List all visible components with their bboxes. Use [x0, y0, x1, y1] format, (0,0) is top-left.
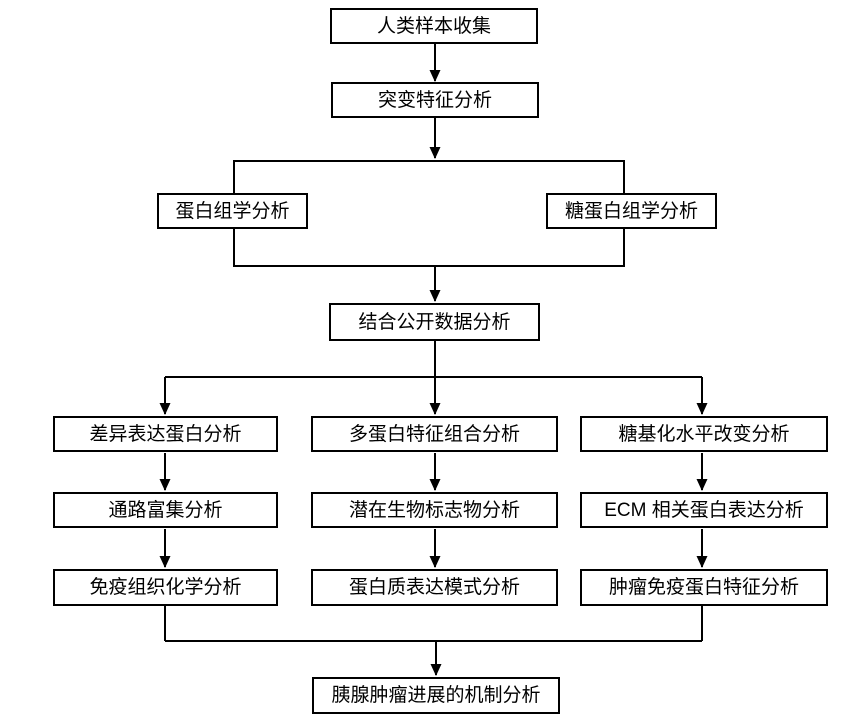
node-proteomics-analysis: 蛋白组学分析: [157, 193, 308, 229]
node-glycosylation-level-analysis: 糖基化水平改变分析: [580, 416, 828, 452]
node-potential-biomarker-analysis: 潜在生物标志物分析: [311, 492, 558, 528]
node-immunohistochemistry-analysis: 免疫组织化学分析: [53, 569, 278, 606]
node-human-sample-collection: 人类样本收集: [330, 8, 538, 44]
node-pancreatic-tumor-mechanism-analysis: 胰腺肿瘤进展的机制分析: [312, 677, 560, 714]
node-glycoproteomics-analysis: 糖蛋白组学分析: [546, 193, 717, 229]
node-public-data-analysis: 结合公开数据分析: [329, 303, 540, 341]
node-ecm-protein-expression-analysis: ECM 相关蛋白表达分析: [580, 492, 828, 528]
node-differential-protein-analysis: 差异表达蛋白分析: [53, 416, 278, 452]
node-pathway-enrichment-analysis: 通路富集分析: [53, 492, 278, 528]
node-protein-expression-pattern-analysis: 蛋白质表达模式分析: [311, 569, 558, 606]
node-tumor-immune-protein-signature-analysis: 肿瘤免疫蛋白特征分析: [580, 569, 828, 606]
node-mutation-signature-analysis: 突变特征分析: [331, 82, 539, 118]
node-multi-protein-signature-analysis: 多蛋白特征组合分析: [311, 416, 558, 452]
